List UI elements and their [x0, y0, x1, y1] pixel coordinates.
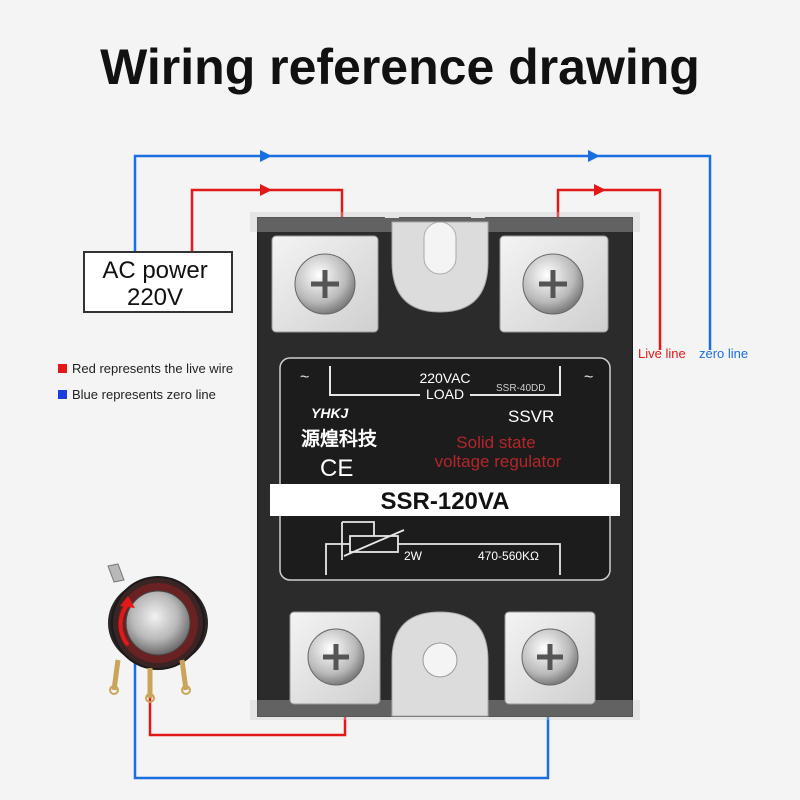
relay-desc-line2: voltage regulator: [435, 452, 562, 471]
brand-logo: YHKJ: [311, 405, 350, 421]
load-voltage: 220VAC: [419, 370, 470, 386]
legend-red-text: Red represents the live wire: [72, 361, 233, 376]
screw-terminal-icon: [289, 611, 381, 705]
resistance-value: 470-560KΩ: [478, 549, 539, 563]
zero-line-wire: [133, 150, 712, 780]
ac-power-box: AC power 220V: [83, 251, 233, 313]
screw-terminal-icon: [499, 235, 609, 333]
screw-terminal-icon: [504, 611, 596, 705]
ce-mark: CE: [320, 455, 353, 482]
page-title: Wiring reference drawing: [100, 39, 700, 95]
relay-model: SSR-120VA: [381, 488, 510, 515]
tilde-right: ~: [584, 369, 593, 386]
relay-type: SSVR: [508, 407, 554, 426]
mounting-slot-top: [391, 221, 489, 313]
solid-state-relay: ~ ~ 220VAC LOAD SSR-40DD YHKJ 源煌科技 CE SS…: [250, 212, 640, 720]
legend-blue-swatch: [58, 390, 67, 399]
mounting-slot-bottom: [391, 611, 489, 717]
load-label: LOAD: [426, 386, 464, 402]
brand-chinese: 源煌科技: [301, 427, 378, 450]
power-rating: 2W: [404, 549, 423, 563]
small-model: SSR-40DD: [496, 383, 545, 394]
tilde-left: ~: [300, 369, 309, 386]
potentiometer-icon: [107, 563, 208, 703]
relay-desc-line1: Solid state: [456, 433, 535, 452]
legend-red-swatch: [58, 364, 67, 373]
screw-terminal-icon: [271, 235, 379, 333]
ac-power-label: AC power: [102, 257, 207, 284]
model-banner: [270, 484, 620, 516]
zero-line-label: zero line: [699, 346, 748, 361]
live-line-wire: [148, 184, 662, 737]
live-line-label: Live line: [638, 346, 686, 361]
legend-blue-text: Blue represents zero line: [72, 387, 216, 402]
relay-label-panel: ~ ~ 220VAC LOAD SSR-40DD YHKJ 源煌科技 CE SS…: [270, 357, 620, 581]
ac-power-voltage: 220V: [127, 284, 183, 311]
resistor-symbol-icon: [325, 521, 561, 575]
legend: Red represents the live wire Blue repres…: [58, 361, 233, 402]
